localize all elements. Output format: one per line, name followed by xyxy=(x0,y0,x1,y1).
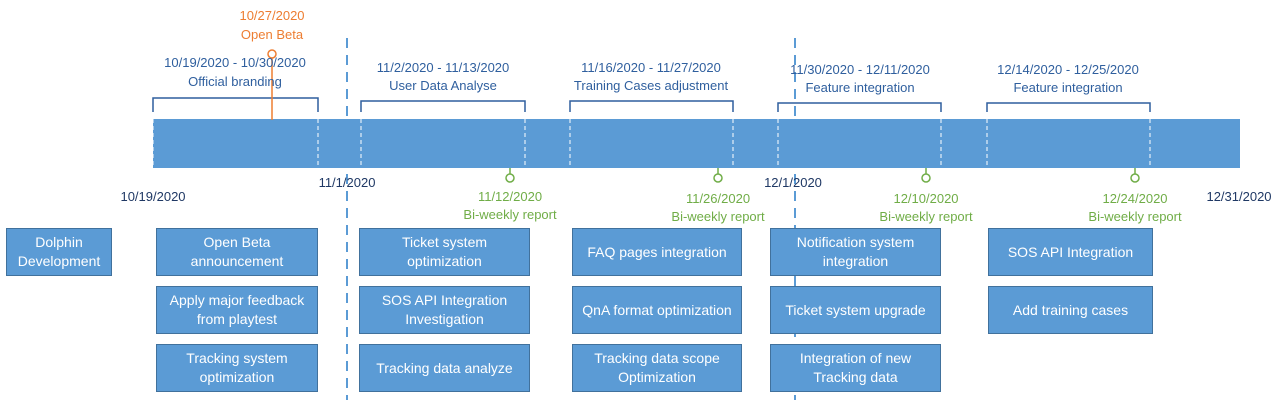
timeline-end-date: 12/31/2020 xyxy=(1206,189,1272,204)
phase-name: Training Cases adjustment xyxy=(573,78,729,93)
task-label: Ticket system upgrade xyxy=(785,301,926,318)
task-box: Tracking system optimization xyxy=(156,344,318,392)
task-box: SOS API Integration xyxy=(988,228,1153,276)
task-box-dolphin: Dolphin Development xyxy=(6,228,112,276)
task-label: Tracking data analyze xyxy=(376,359,513,376)
task-box: SOS API Integration Investigation xyxy=(359,286,530,334)
report-dot xyxy=(1130,173,1140,183)
task-label: SOS API Integration Investigation xyxy=(381,292,508,327)
task-label: Dolphin Development xyxy=(17,234,101,269)
report-label: Bi-weekly report xyxy=(1088,209,1182,224)
task-label: Apply major feedback from playtest xyxy=(169,292,305,327)
month-lines xyxy=(346,38,796,400)
report-dot xyxy=(713,173,723,183)
task-label: Add training cases xyxy=(1012,301,1129,318)
task-label: QnA format optimization xyxy=(582,301,732,318)
task-box: QnA format optimization xyxy=(572,286,742,334)
report-date: 11/12/2020 xyxy=(477,189,543,204)
timeline-bar xyxy=(153,119,1240,168)
phase-range: 11/16/2020 - 11/27/2020 xyxy=(581,60,721,75)
phase-bracket xyxy=(569,100,734,112)
bar-separators xyxy=(152,119,1151,168)
phase-range: 12/14/2020 - 12/25/2020 xyxy=(997,62,1139,77)
report-dot xyxy=(921,173,931,183)
month-marker-date: 11/1/2020 xyxy=(318,175,376,190)
report-markers xyxy=(505,168,1140,183)
phase-bracket xyxy=(986,102,1151,112)
task-label: Tracking data scope Optimization xyxy=(594,350,720,385)
phase-name: Feature integration xyxy=(805,80,915,95)
task-box: Ticket system optimization xyxy=(359,228,530,276)
task-box: Tracking data analyze xyxy=(359,344,530,392)
task-label: FAQ pages integration xyxy=(587,243,727,260)
phase-bracket xyxy=(152,97,319,112)
report-label: Bi-weekly report xyxy=(671,209,765,224)
phase-range: 10/19/2020 - 10/30/2020 xyxy=(164,55,306,70)
task-label: Open Beta announcement xyxy=(190,234,284,269)
report-label: Bi-weekly report xyxy=(879,209,973,224)
phase-name: Official branding xyxy=(188,74,282,89)
timeline-start-date: 10/19/2020 xyxy=(120,189,186,204)
phase-brackets xyxy=(152,97,1151,112)
task-label: Notification system integration xyxy=(796,234,915,269)
phase-name: User Data Analyse xyxy=(389,78,497,93)
report-dot xyxy=(505,173,515,183)
phase-range: 11/2/2020 - 11/13/2020 xyxy=(376,60,510,75)
phase-range: 11/30/2020 - 12/11/2020 xyxy=(790,62,930,77)
task-box: Open Beta announcement xyxy=(156,228,318,276)
task-box: Apply major feedback from playtest xyxy=(156,286,318,334)
milestone-dot xyxy=(267,49,277,59)
task-box: Ticket system upgrade xyxy=(770,286,941,334)
report-date: 12/24/2020 xyxy=(1102,191,1168,206)
task-label: Tracking system optimization xyxy=(186,350,288,385)
task-box: Add training cases xyxy=(988,286,1153,334)
task-box: FAQ pages integration xyxy=(572,228,742,276)
phase-name: Feature integration xyxy=(1013,80,1123,95)
report-label: Bi-weekly report xyxy=(463,207,557,222)
milestone-label: Open Beta xyxy=(240,27,304,42)
task-box: Integration of new Tracking data xyxy=(770,344,941,392)
report-date: 11/26/2020 xyxy=(685,191,751,206)
task-label: Integration of new Tracking data xyxy=(799,350,912,385)
report-date: 12/10/2020 xyxy=(893,191,959,206)
task-label: Ticket system optimization xyxy=(401,234,488,269)
task-box: Notification system integration xyxy=(770,228,941,276)
task-label: SOS API Integration xyxy=(1007,243,1134,260)
milestone-date: 10/27/2020 xyxy=(239,8,305,23)
month-marker-date: 12/1/2020 xyxy=(764,175,822,190)
phase-bracket xyxy=(360,100,526,112)
phase-bracket xyxy=(777,102,942,112)
task-box: Tracking data scope Optimization xyxy=(572,344,742,392)
